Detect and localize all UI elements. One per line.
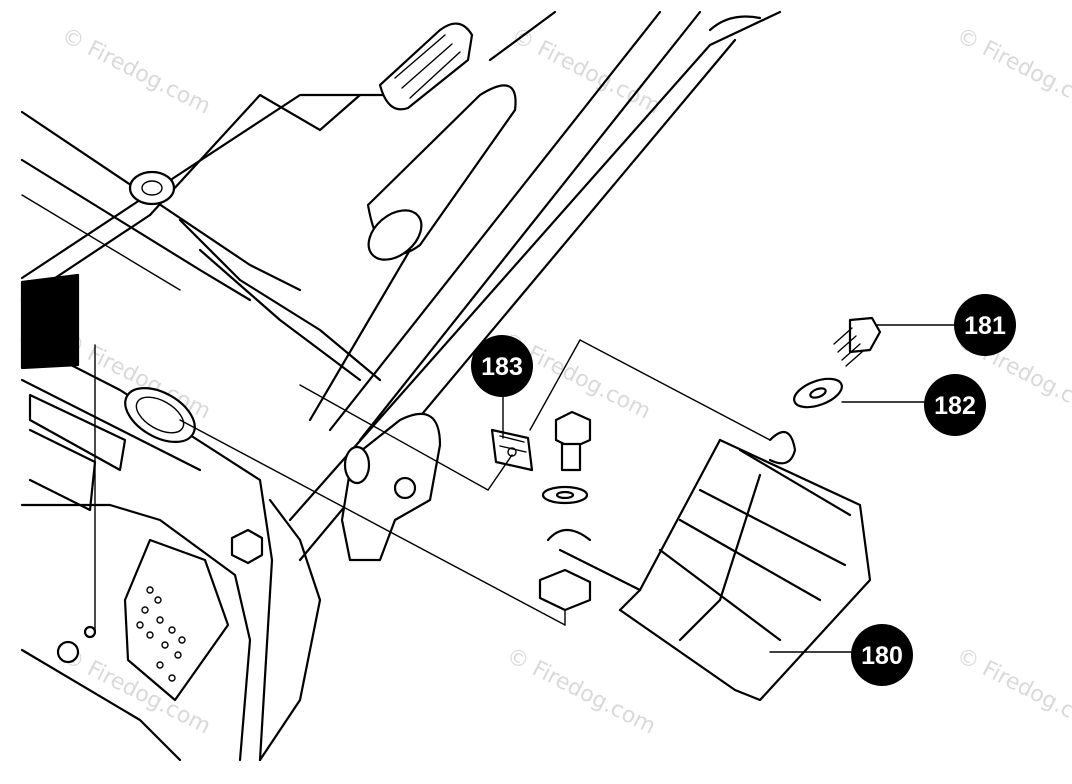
watermark: © Firedog.com <box>952 23 1072 120</box>
callout-183: 183 <box>471 335 533 397</box>
leader-lines <box>502 324 956 653</box>
watermark: © Firedog.com <box>502 643 659 740</box>
callout-label: 181 <box>964 312 1006 340</box>
callout-182: 182 <box>924 374 986 436</box>
watermark: © Firedog.com <box>57 23 214 120</box>
callout-180: 180 <box>851 624 913 686</box>
callout-label: 180 <box>861 642 903 670</box>
handle-drawing <box>20 10 782 562</box>
watermark: © Firedog.com <box>952 643 1072 740</box>
grille-holes <box>136 586 186 682</box>
callout-label: 183 <box>481 353 523 381</box>
hardware-drawing <box>179 316 882 702</box>
mower-body-drawing <box>20 110 322 762</box>
callout-label: 182 <box>934 392 976 420</box>
callout-181: 181 <box>954 294 1016 356</box>
